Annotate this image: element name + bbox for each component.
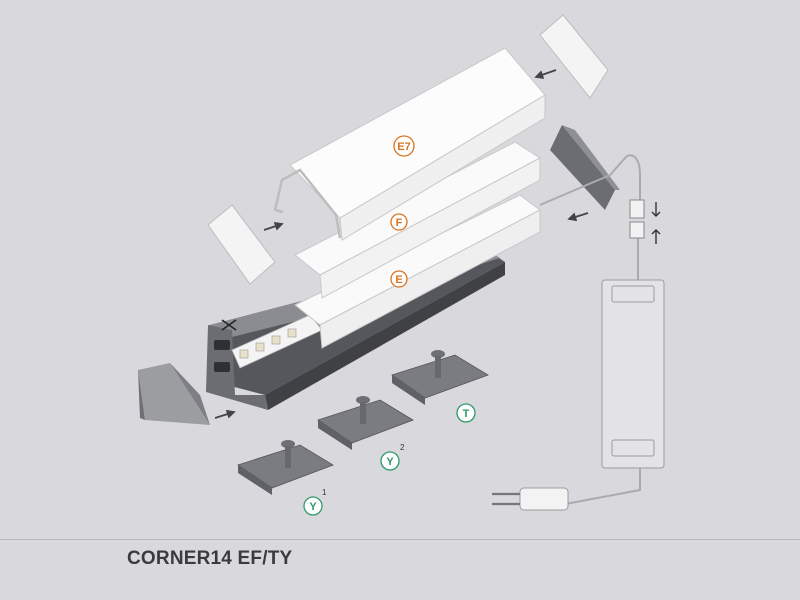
marker-y1: Y 1	[303, 488, 327, 516]
power-cable	[539, 154, 641, 506]
product-caption: CORNER14 EF/TY	[127, 548, 293, 569]
endcap-cable	[550, 125, 620, 210]
marker-f: F	[390, 213, 408, 231]
svg-text:E: E	[395, 274, 402, 286]
marker-y2: Y 2	[380, 443, 405, 471]
svg-text:F: F	[396, 217, 403, 229]
clip-y2	[317, 396, 414, 450]
endcap-left-white	[207, 204, 276, 285]
marker-e: E	[390, 270, 408, 288]
svg-text:1: 1	[322, 488, 327, 497]
clip-y1	[237, 440, 334, 495]
svg-text:T: T	[463, 408, 470, 420]
exploded-view: E7 F E T Y 2 Y 1	[138, 14, 665, 516]
caption-divider	[0, 539, 800, 540]
svg-text:Y: Y	[309, 501, 317, 513]
endcap-grey	[138, 363, 210, 425]
marker-e7: E7	[393, 135, 415, 157]
marker-t: T	[456, 403, 476, 423]
mains-plug	[492, 487, 569, 511]
endcap-top-white	[539, 14, 609, 99]
clip-t	[391, 350, 489, 405]
svg-text:Y: Y	[386, 456, 394, 468]
assembly-arrows	[214, 69, 589, 419]
diffuser-e7	[273, 47, 546, 241]
power-supply	[601, 279, 665, 469]
led-strip	[231, 314, 323, 369]
connector	[629, 199, 661, 244]
svg-text:E7: E7	[397, 141, 410, 153]
svg-text:2: 2	[400, 443, 405, 452]
